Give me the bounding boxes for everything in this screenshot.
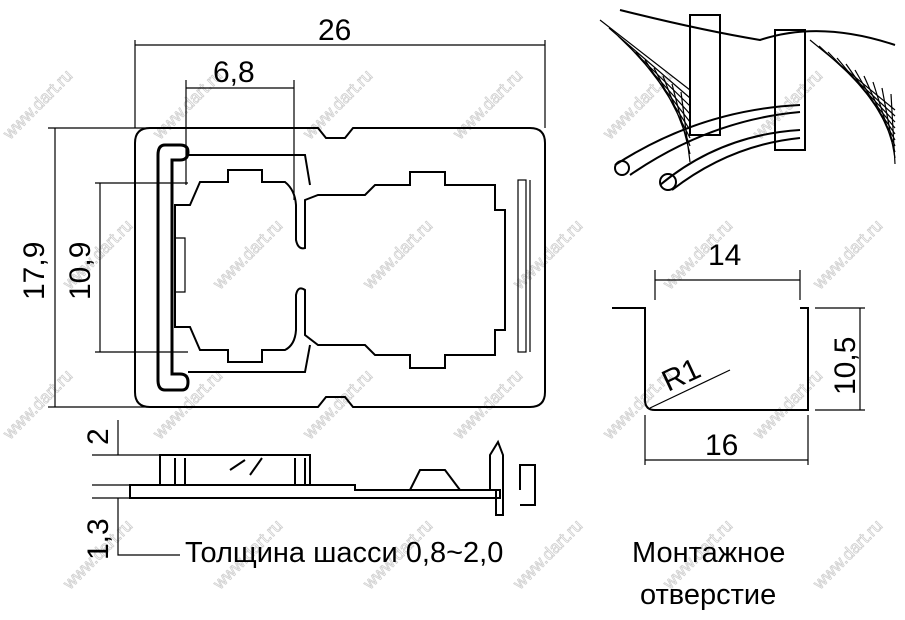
dim-height-total: 17,9 <box>18 242 51 300</box>
watermark-text: www.dart.ru <box>509 516 587 594</box>
dim-hole-top: 14 <box>708 239 741 272</box>
mounting-hole-view: 14 10,5 R1 16 Монтажное отверстие <box>612 239 865 611</box>
dim-hole-depth: 10,5 <box>829 337 862 395</box>
hatch-line <box>818 45 896 117</box>
watermark-text: www.dart.ru <box>809 516 887 594</box>
top-view: 26 6,8 17,9 10,9 <box>18 14 546 408</box>
chassis-thickness-note: Толщина шасси 0,8~2,0 <box>185 537 503 569</box>
watermark-text: www.dart.ru <box>749 366 827 444</box>
watermark-text: www.dart.ru <box>509 216 587 294</box>
dim-hole-bottom: 16 <box>705 429 738 462</box>
hatch-line <box>890 93 896 165</box>
watermark-text: www.dart.ru <box>449 66 527 144</box>
watermark-text: www.dart.ru <box>0 366 76 444</box>
watermark-text: www.dart.ru <box>809 216 887 294</box>
perspective-view <box>599 9 896 191</box>
watermark-text: www.dart.ru <box>359 216 437 294</box>
side-view: 2 1,3 Толщина шасси 0,8~2,0 <box>82 420 536 569</box>
hatch-line <box>845 63 896 135</box>
hatch-line <box>599 19 691 91</box>
hatch-line <box>626 43 691 115</box>
watermark-text: www.dart.ru <box>209 216 287 294</box>
dim-width-inner: 6,8 <box>213 56 255 89</box>
watermark-text: www.dart.ru <box>599 66 677 144</box>
watermark-text: www.dart.ru <box>299 66 377 144</box>
watermark-text: www.dart.ru <box>0 66 76 144</box>
hatch-line <box>881 87 896 159</box>
hatch-line <box>680 91 691 163</box>
watermark-text: www.dart.ru <box>449 366 527 444</box>
hatch-line <box>854 69 896 141</box>
dim-radius: R1 <box>657 352 706 398</box>
dim-width-total: 26 <box>318 14 351 47</box>
hatch-line <box>653 67 691 139</box>
dim-side-top: 2 <box>82 428 115 445</box>
mounting-hole-label-2: отверстие <box>640 579 776 611</box>
hatch-line <box>809 39 896 111</box>
watermark-text: www.dart.ru <box>299 366 377 444</box>
dim-height-inner: 10,9 <box>64 242 97 300</box>
dim-side-bottom: 1,3 <box>82 518 115 560</box>
mounting-hole-label-1: Монтажное <box>632 537 785 569</box>
